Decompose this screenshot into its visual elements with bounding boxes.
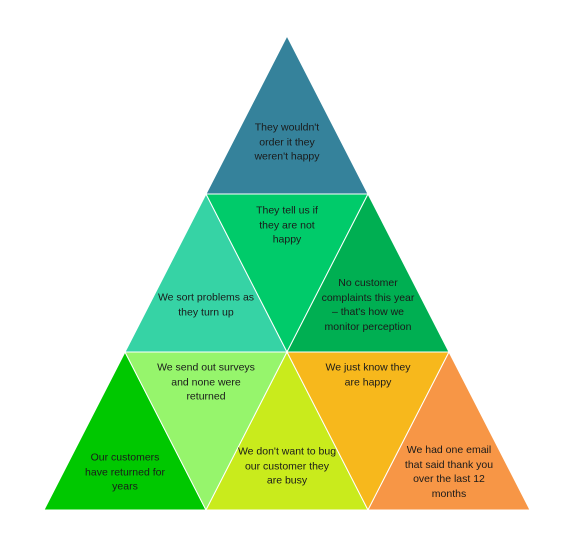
label-bottom-right-inner: We just know they are happy xyxy=(325,361,411,389)
label-bottom-left: Our customers have returned for years xyxy=(85,451,165,493)
label-mid-left: We sort problems as they turn up xyxy=(157,291,255,319)
label-bottom-center: We don't want to bug our customer they a… xyxy=(237,445,337,487)
label-mid-center: They tell us if they are not happy xyxy=(256,204,318,246)
triangle-top xyxy=(205,34,369,195)
triangle-bottom-right xyxy=(367,350,531,511)
label-bottom-left-inner: We send out surveys and none were return… xyxy=(157,361,255,403)
label-top: They wouldn't order it they weren't happ… xyxy=(254,121,320,163)
label-bottom-right: We had one email that said thank you ove… xyxy=(404,444,494,500)
label-mid-right: No customer complaints this year – that'… xyxy=(321,277,415,333)
